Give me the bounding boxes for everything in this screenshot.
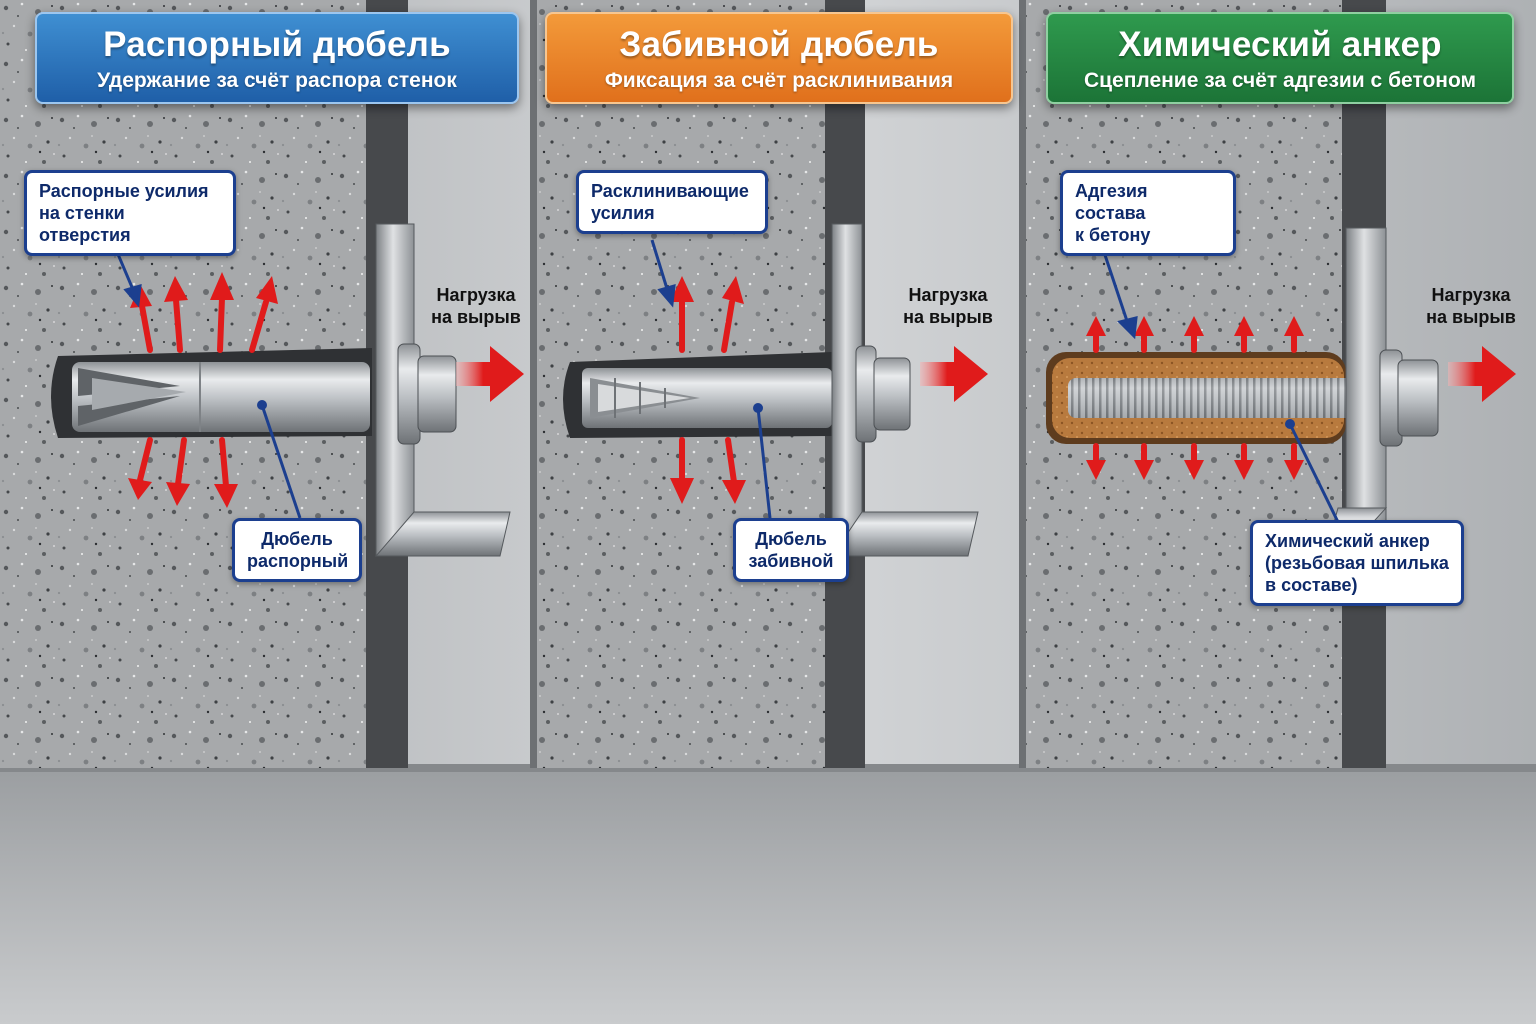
header-expansion-dowel: Распорный дюбель Удержание за счёт распо… bbox=[35, 12, 519, 104]
load-label-2: Нагрузка на вырыв bbox=[903, 285, 993, 327]
nut-washer-2 bbox=[855, 345, 911, 443]
floor bbox=[0, 768, 1536, 1024]
header-title: Распорный дюбель bbox=[103, 25, 451, 64]
angle-bracket-1 bbox=[374, 223, 511, 557]
force-arrows-2 bbox=[670, 276, 746, 504]
callout-adhesion: Адгезия состава к бетону bbox=[1060, 170, 1236, 256]
callout-driven-dowel: Дюбель забивной bbox=[733, 518, 849, 582]
load-label-3: Нагрузка на вырыв bbox=[1426, 285, 1516, 327]
expansion-dowel-body bbox=[72, 362, 370, 432]
driven-dowel-body bbox=[582, 368, 832, 428]
load-arrow-1 bbox=[456, 346, 524, 402]
force-arrows-1 bbox=[128, 272, 278, 508]
force-arrows-3 bbox=[1086, 316, 1304, 480]
callout-wedging-forces: Расклинивающие усилия bbox=[576, 170, 768, 234]
callout-expansion-forces: Распорные усилия на стенки отверстия bbox=[24, 170, 236, 256]
nut-washer-1 bbox=[397, 343, 457, 445]
load-label-1: Нагрузка на вырыв bbox=[431, 285, 521, 327]
header-chemical-anchor: Химический анкер Сцепление за счёт адгез… bbox=[1046, 12, 1514, 104]
chemical-anchor-illustration bbox=[1046, 352, 1398, 444]
angle-bracket-2 bbox=[831, 223, 979, 557]
header-subtitle: Удержание за счёт распора стенок bbox=[97, 69, 457, 92]
header-subtitle: Сцепление за счёт адгезии с бетоном bbox=[1083, 69, 1477, 92]
callout-expansion-dowel: Дюбель распорный bbox=[232, 518, 362, 582]
nut-washer-3 bbox=[1379, 349, 1439, 447]
load-arrow-2 bbox=[920, 346, 988, 402]
callout-chemical-anchor: Химический анкер (резьбовая шпилька в со… bbox=[1250, 520, 1464, 606]
header-subtitle: Фиксация за счёт расклинивания bbox=[604, 69, 954, 92]
expansion-dowel-illustration bbox=[51, 348, 372, 438]
header-title: Забивной дюбель bbox=[619, 25, 939, 64]
header-title: Химический анкер bbox=[1118, 25, 1442, 64]
load-arrow-3 bbox=[1448, 346, 1516, 402]
driven-dowel-illustration bbox=[563, 352, 832, 438]
header-driven-dowel: Забивной дюбель Фиксация за счёт расклин… bbox=[545, 12, 1013, 104]
